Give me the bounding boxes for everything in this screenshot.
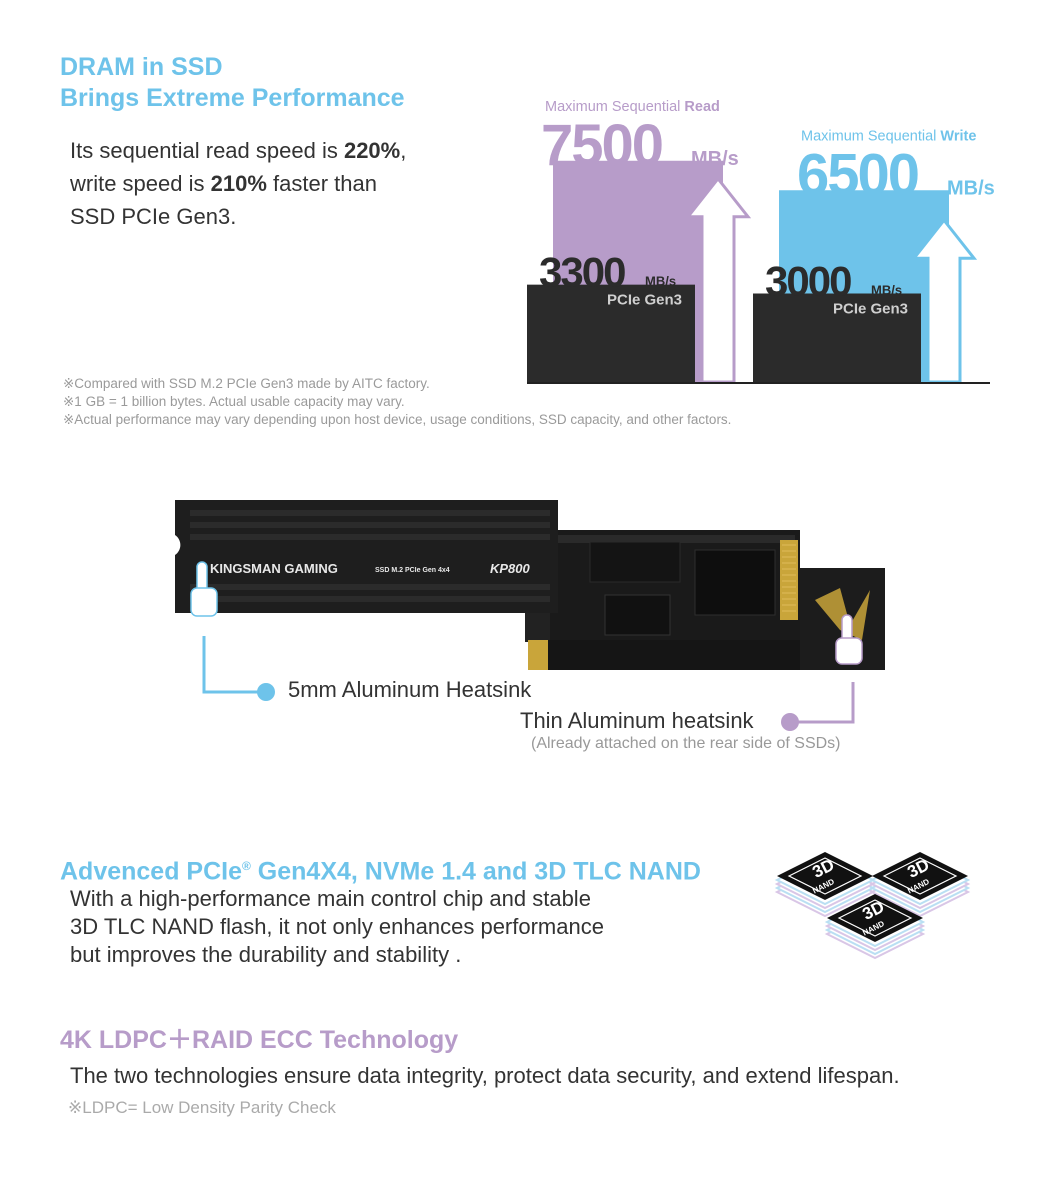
callout1-line [202,636,266,694]
footnote-3: ※Actual performance may vary depending u… [63,412,732,427]
footnote-1: ※Compared with SSD M.2 PCIe Gen3 made by… [63,376,430,391]
hand-pointer-icon-front [190,561,218,617]
max-unit-read: MB/s [691,148,739,170]
desc-line3: SSD PCIe Gen3. [70,204,237,229]
nand-chip-icon-left-border [787,857,863,895]
section3-note: ※LDPC= Low Density Parity Check [68,1098,336,1117]
nand-chip-icon-right-top [872,852,968,900]
bar-gen3-write [753,293,921,382]
footnote-2: ※1 GB = 1 billion bytes. Actual usable c… [63,394,405,409]
max-unit-write: MB/s [947,177,995,199]
heatsink-model: KP800 [490,561,531,576]
section2-title: Advenced PCIe® Gen4X4, NVMe 1.4 and 3D T… [60,851,701,887]
aluminum-heatsink: KINGSMAN GAMING SSD M.2 PCIe Gen 4x4 KP8… [175,500,558,613]
gen3-value-write: 3000 [765,258,851,305]
callout2-label: Thin Aluminum heatsink [520,708,754,733]
section2-line1: With a high-performance main control chi… [70,886,591,911]
section2-line2: 3D TLC NAND flash, it not only enhances … [70,914,604,939]
callout1-dot [257,683,275,701]
ssd-product-image: KINGSMAN GAMING SSD M.2 PCIe Gen 4x4 KP8… [175,500,885,670]
callout-lines [202,636,855,731]
max-value-write: 6500 [797,142,918,207]
callout2-sublabel: (Already attached on the rear side of SS… [531,735,841,752]
nand-chip-icon-right-border [882,857,958,895]
callout1-label: 5mm Aluminum Heatsink [288,677,532,702]
section3-description: The two technologies ensure data integri… [70,1063,900,1088]
write-percent: 210% [210,171,267,196]
gen3-label-read: PCIe Gen3 [607,292,682,309]
gen3-unit-read: MB/s [645,274,676,289]
series-label-bold-read: Read [684,99,719,115]
read-percent: 220% [343,138,401,163]
desc-line1: Its sequential read speed is 220%, [70,134,406,167]
desc-line2-end: faster than [266,171,377,196]
series-label-write: Maximum Sequential Write [801,128,976,144]
desc-line2-text: write speed is [70,171,211,196]
gen3-unit-write: MB/s [871,283,902,298]
footnotes: ※Compared with SSD M.2 PCIe Gen3 made by… [63,375,731,429]
gen3-label-write: PCIe Gen3 [833,301,908,318]
desc-line2: write speed is 210% faster than [70,167,406,200]
section1-description: Its sequential read speed is 220%, write… [70,134,406,233]
series-label-read: Maximum Sequential Read [545,99,720,115]
arrow-up-icon-write [910,217,978,384]
desc-line1-end: , [400,138,407,163]
callout2-line [790,682,855,724]
nand-chip-icon-bottom-top [827,894,923,942]
desc-line1-text: Its sequential read speed is [70,138,344,163]
arrow-up-icon-read [684,176,752,384]
hand-pointer-icon-rear [835,614,863,665]
gen3-value-read: 3300 [539,249,625,296]
section2-title-post: Gen4X4, NVMe 1.4 and 3D TLC NAND [250,857,701,886]
max-value-read: 7500 [541,113,662,178]
section2-description: With a high-performance main control chi… [70,885,604,969]
heatsink-brand: KINGSMAN GAMING [210,561,338,576]
nand-chip-icon-bottom-border [837,899,913,937]
nand-chip-icon-left-top [777,852,873,900]
registered-mark: ® [242,859,251,873]
section1-title-line2: Brings Extreme Performance [60,84,405,112]
series-label-bold-write: Write [940,128,976,144]
bar-gen3-read [527,284,695,382]
heatsink-model-desc: SSD M.2 PCIe Gen 4x4 [375,567,450,574]
section2-line3: but improves the durability and stabilit… [70,942,462,967]
section1-title-line1: DRAM in SSD [60,53,223,81]
section2-title-pre: Advenced PCIe [60,857,243,886]
section3-title: 4K LDPC＋RAID ECC Technology [60,1026,459,1054]
callout2-dot [781,713,799,731]
